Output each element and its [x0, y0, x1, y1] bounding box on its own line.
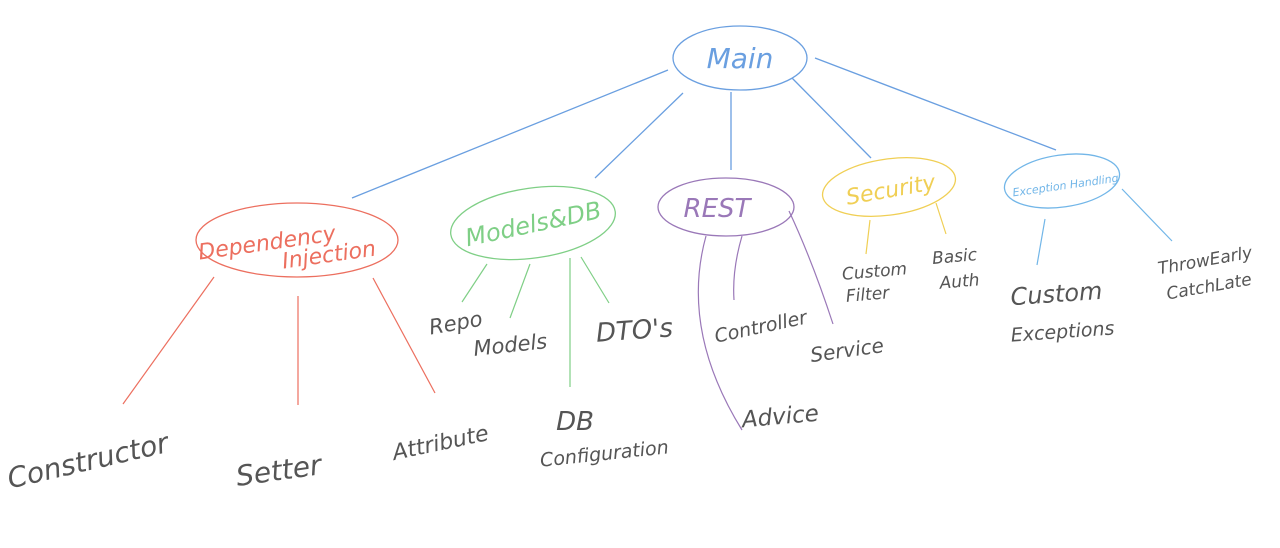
connector-main-models: [594, 92, 684, 179]
node-security-label: Security: [844, 170, 938, 210]
connector-security-auth: [935, 202, 947, 235]
leaf-service: Service: [809, 333, 886, 367]
exceptions-connectors: [1036, 188, 1173, 266]
connector-exceptions-custom: [1036, 218, 1046, 266]
node-rest-label: REST: [684, 194, 753, 224]
leaf-custom-filter-line1: Custom: [841, 259, 908, 285]
connector-models-dtos: [580, 256, 610, 304]
leaf-basic-auth-line2: Auth: [938, 270, 980, 293]
node-security-outline: [821, 157, 957, 217]
connector-di-constructor: [122, 276, 215, 405]
leaf-advice: Advice: [739, 401, 820, 434]
leaf-repo: Repo: [427, 307, 484, 340]
leaf-db-config-line1: DB: [556, 407, 594, 437]
leaf-basic-auth-line1: Basic: [931, 245, 978, 269]
connector-main-security: [791, 77, 872, 159]
branch-security: Security Custom Filter Basic Auth: [821, 157, 980, 307]
leaf-custom-exceptions-line1: Custom: [1010, 277, 1104, 311]
node-rest-outline: [657, 177, 795, 237]
connector-main-di: [351, 69, 669, 199]
root-connectors: [351, 57, 1057, 199]
connector-models-repo: [461, 263, 488, 303]
leaf-setter: Setter: [234, 448, 325, 493]
node-di-outline: [195, 202, 399, 278]
connector-main-exceptions: [814, 57, 1057, 151]
connector-security-filter: [865, 219, 871, 255]
leaf-attribute: Attribute: [388, 421, 491, 466]
di-connectors: [122, 276, 436, 405]
models-connectors: [461, 256, 610, 387]
connector-rest-service: [788, 210, 834, 325]
branch-rest: REST Controller Service Advice: [657, 177, 886, 434]
leaf-controller: Controller: [713, 306, 811, 347]
leaf-custom-filter-line2: Filter: [845, 283, 891, 307]
rest-connectors: [697, 210, 834, 431]
branch-exception-handling: Exception Handling Custom Exceptions Thr…: [1003, 153, 1255, 347]
leaf-dtos: DTO's: [595, 313, 674, 348]
node-main-outline: [672, 25, 808, 91]
leaf-constructor: Constructor: [4, 426, 173, 495]
node-exceptions-outline: [1003, 153, 1121, 209]
connector-rest-controller: [733, 235, 743, 301]
node-main: Main: [672, 25, 808, 91]
connector-models-models: [509, 263, 531, 319]
branch-dependency-injection: Dependency Injection Constructor Setter …: [4, 202, 491, 495]
security-connectors: [865, 202, 947, 255]
node-main-label: Main: [707, 42, 774, 75]
leaf-db-config-line2: Configuration: [539, 436, 670, 471]
node-models-outline: [450, 185, 616, 261]
leaf-custom-exceptions-line2: Exceptions: [1010, 317, 1115, 346]
leaf-models: Models: [472, 329, 548, 361]
connector-rest-advice: [697, 235, 743, 431]
node-models-label: Models&DB: [463, 196, 604, 252]
connector-di-attribute: [372, 277, 436, 394]
connector-exceptions-throw: [1121, 188, 1173, 242]
